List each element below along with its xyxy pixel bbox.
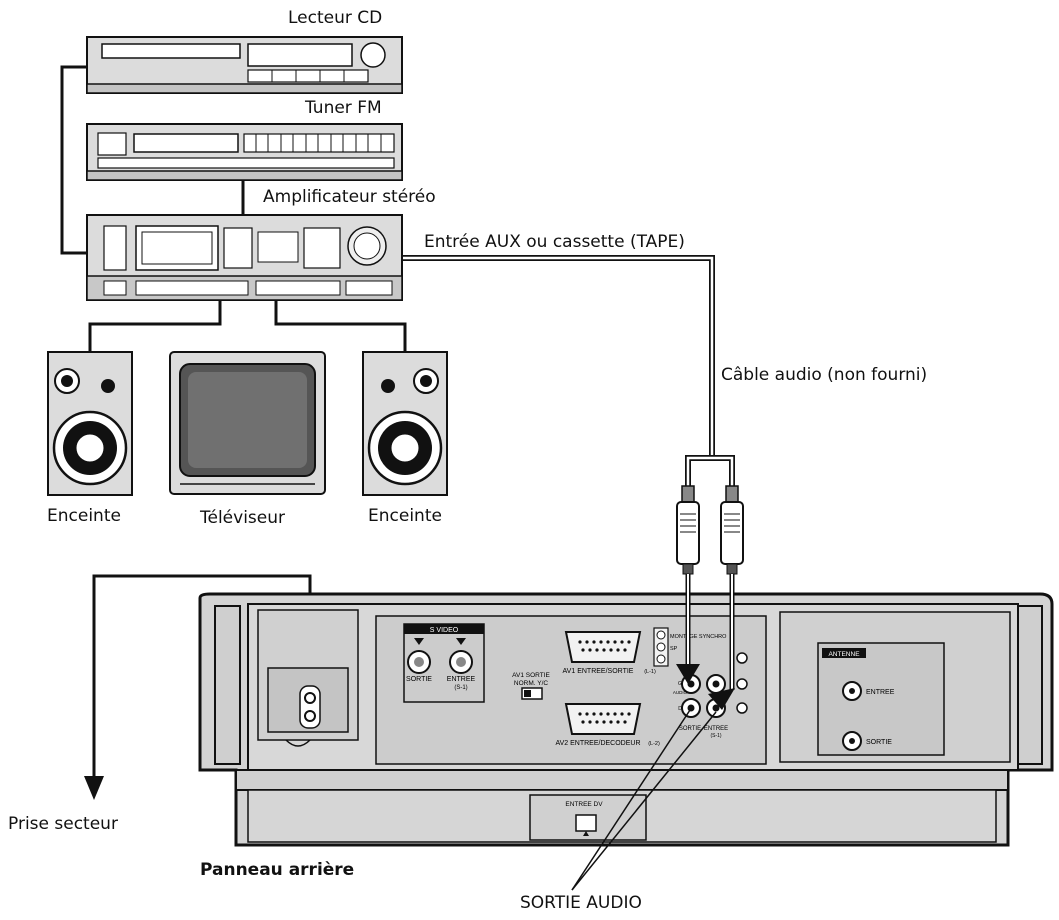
stereo-amplifier-device [86, 214, 403, 301]
right-speaker-label: Enceinte [368, 506, 442, 526]
aux-input-label: Entrée AUX ou cassette (TAPE) [424, 232, 685, 252]
audio-cable-label: Câble audio (non fourni) [721, 365, 928, 385]
s-video-in-label: ENTREE [447, 676, 476, 683]
antenna-label: ANTENNE [828, 651, 860, 658]
av1-output-label: AV1 SORTIE [512, 672, 550, 679]
sync-edit-label: MONTAGE SYNCHRO [670, 634, 727, 640]
av2-sub-label: (L-2) [648, 741, 660, 747]
cd-player-device [86, 36, 403, 94]
antenna-in-label: ENTREE [866, 689, 895, 696]
antenna-out-label: SORTIE [866, 739, 892, 746]
plug-leads [685, 574, 735, 690]
s-video-out-label: SORTIE [406, 676, 432, 683]
av1-connector-label: AV1 ENTREE/SORTIE [563, 668, 634, 675]
audio-word-label: AUDIO [673, 690, 688, 695]
power-cable-arrow [84, 776, 104, 800]
fm-tuner-device [86, 123, 403, 181]
audio-cable [402, 255, 735, 488]
left-plug-arrow [676, 664, 700, 684]
cd-player-label: Lecteur CD [288, 8, 383, 28]
mains-socket-label: Prise secteur [8, 814, 118, 834]
audio-in-small-label: ENTREE [704, 726, 728, 732]
dv-input-label: ENTREE DV [565, 801, 603, 808]
av2-connector-label: AV2 ENTREE/DECODEUR [555, 740, 640, 747]
audio-in-sub-label: (S-1) [710, 733, 721, 739]
audio-d-label: D [678, 706, 682, 712]
left-speaker-label: Enceinte [47, 506, 121, 526]
s-video-label: S VIDEO [430, 627, 459, 634]
right-speaker-device [362, 351, 448, 496]
rear-panel-label: Panneau arrière [200, 860, 355, 880]
television-label: Téléviseur [200, 508, 285, 528]
av1-sub-label: (L-1) [644, 669, 656, 675]
fm-tuner-label: Tuner FM [305, 98, 382, 118]
cd-to-amp-wire [60, 65, 87, 255]
right-rca-plug [720, 485, 744, 575]
television-device [169, 351, 326, 495]
s-video-in-sub-label: (S-1) [454, 685, 467, 691]
audio-output-label: SORTIE AUDIO [520, 893, 642, 913]
rca-plugs [676, 485, 744, 575]
vcr-rear-panel: S VIDEO SORTIE ENTREE (S-1) AV1 SORTIE N… [198, 592, 1054, 847]
stereo-amplifier-label: Amplificateur stéréo [263, 187, 436, 207]
right-plug-arrow [708, 688, 735, 710]
left-speaker-device [47, 351, 133, 496]
left-rca-plug [676, 485, 700, 575]
audio-output-callout-right [571, 711, 717, 891]
sp-switch-label: SP [670, 646, 678, 652]
audio-out-small-label: SORTIE [679, 726, 701, 732]
amp-to-left-speaker-wire [88, 300, 222, 352]
audio-output-callout-left [571, 709, 691, 891]
audio-g-label: G [678, 681, 682, 687]
norm-yc-label: NORM. Y/C [514, 680, 548, 687]
amp-to-right-speaker-wire [274, 300, 407, 352]
